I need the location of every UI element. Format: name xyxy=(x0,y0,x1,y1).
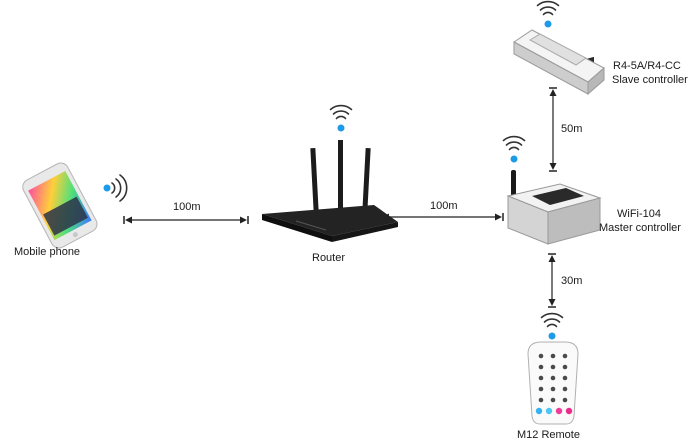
router-icon xyxy=(262,140,398,242)
distance-arrow-master-remote xyxy=(548,253,556,308)
distance-label-master-remote: 30m xyxy=(561,275,583,287)
router-label: Router xyxy=(312,252,346,264)
distance-label-router-master: 100m xyxy=(430,200,458,212)
remote-control-icon xyxy=(527,341,579,425)
wifi-signal-icon xyxy=(502,135,526,163)
master-controller-label-line1: WiFi-104 xyxy=(617,208,662,220)
distance-arrow-master-slave xyxy=(549,87,557,172)
distance-label-master-slave: 50m xyxy=(561,123,583,135)
slave-controller-icon xyxy=(513,29,605,96)
master-controller-icon xyxy=(506,56,602,245)
wifi-signal-icon xyxy=(103,174,128,202)
remote-label: M12 Remote xyxy=(517,429,580,441)
distance-arrow-phone-router xyxy=(123,216,249,224)
mobile-phone-icon xyxy=(22,162,98,249)
wifi-signal-icon xyxy=(329,104,353,132)
slave-controller-label-line2: Slave controller xyxy=(612,74,688,86)
slave-controller-label-line1: R4-5A/R4-CC xyxy=(613,60,681,72)
distance-label-phone-router: 100m xyxy=(173,201,201,213)
wifi-signal-icon xyxy=(536,0,560,28)
wifi-signal-icon xyxy=(540,312,564,340)
mobile-phone-label: Mobile phone xyxy=(14,246,81,258)
master-controller-label-line2: Master controller xyxy=(599,222,681,234)
distance-arrow-router-master xyxy=(380,213,504,221)
